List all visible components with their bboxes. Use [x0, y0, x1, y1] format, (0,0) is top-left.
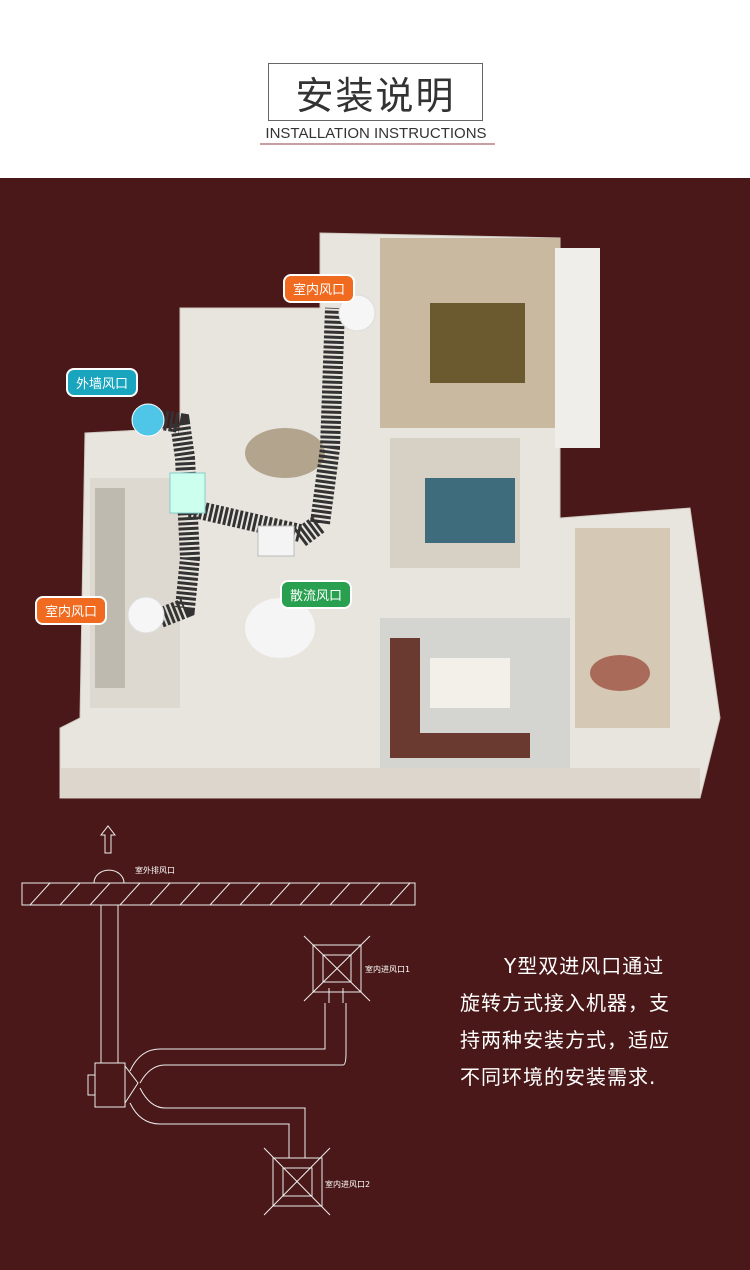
wall-hatch-line	[59, 882, 81, 906]
wall-section	[21, 882, 416, 906]
label-indoor-inlet-1: 室内进风口1	[365, 965, 411, 974]
wall-hatch-line	[389, 882, 411, 906]
wall-hatch-line	[239, 882, 261, 906]
wall-hatch-line	[269, 882, 291, 906]
tag-outer-wall-vent: 外墙风口	[66, 368, 139, 397]
wall-hatch-line	[119, 882, 141, 906]
tag-indoor-vent-top: 室内风口	[283, 274, 356, 303]
main-panel: 室内风口 外墙风口 室内风口 散流风口	[0, 178, 750, 1270]
page-subtitle: INSTALLATION INSTRUCTIONS	[265, 125, 487, 142]
inlet-box-1	[303, 935, 371, 1002]
wall-hatch-line	[149, 882, 171, 906]
floor-plan-illustration	[59, 232, 721, 799]
divider	[260, 143, 495, 145]
section-header: 安装说明 INSTALLATION INSTRUCTIONS	[0, 0, 750, 178]
exhaust-arrow-icon	[99, 825, 117, 854]
tag-diffuser-vent: 散流风口	[280, 580, 353, 609]
description-text: Y型双进风口通过 旋转方式接入机器，支 持两种安装方式，适应 不同环境的安装需求…	[460, 948, 695, 1096]
label-indoor-inlet-2: 室内进风口2	[325, 1180, 371, 1189]
page-title: 安装说明	[268, 63, 483, 121]
wall	[555, 248, 600, 448]
installation-schematic	[21, 825, 416, 1216]
description-line: Y型双进风口通过	[504, 954, 665, 978]
wall-hatch-line	[29, 882, 51, 906]
wall-hatch-line	[359, 882, 381, 906]
diffuser	[257, 525, 295, 557]
wall-hatch-line	[179, 882, 201, 906]
description-line: 旋转方式接入机器，支	[460, 991, 670, 1015]
wall-hatch-line	[209, 882, 231, 906]
description-line: 持两种安装方式，适应	[460, 1028, 670, 1052]
inlet-box-2	[263, 1147, 331, 1216]
wall-hatch-line	[299, 882, 321, 906]
ventilator-unit	[169, 472, 206, 514]
tag-indoor-vent-left: 室内风口	[35, 596, 108, 625]
description-line: 不同环境的安装需求.	[460, 1065, 657, 1089]
wall-hatch-line	[329, 882, 351, 906]
wall-hatch-line	[89, 882, 111, 906]
label-outdoor-exhaust: 室外排风口	[135, 866, 175, 875]
exhaust-dome	[93, 869, 125, 884]
ventilator-machine	[94, 1062, 126, 1108]
